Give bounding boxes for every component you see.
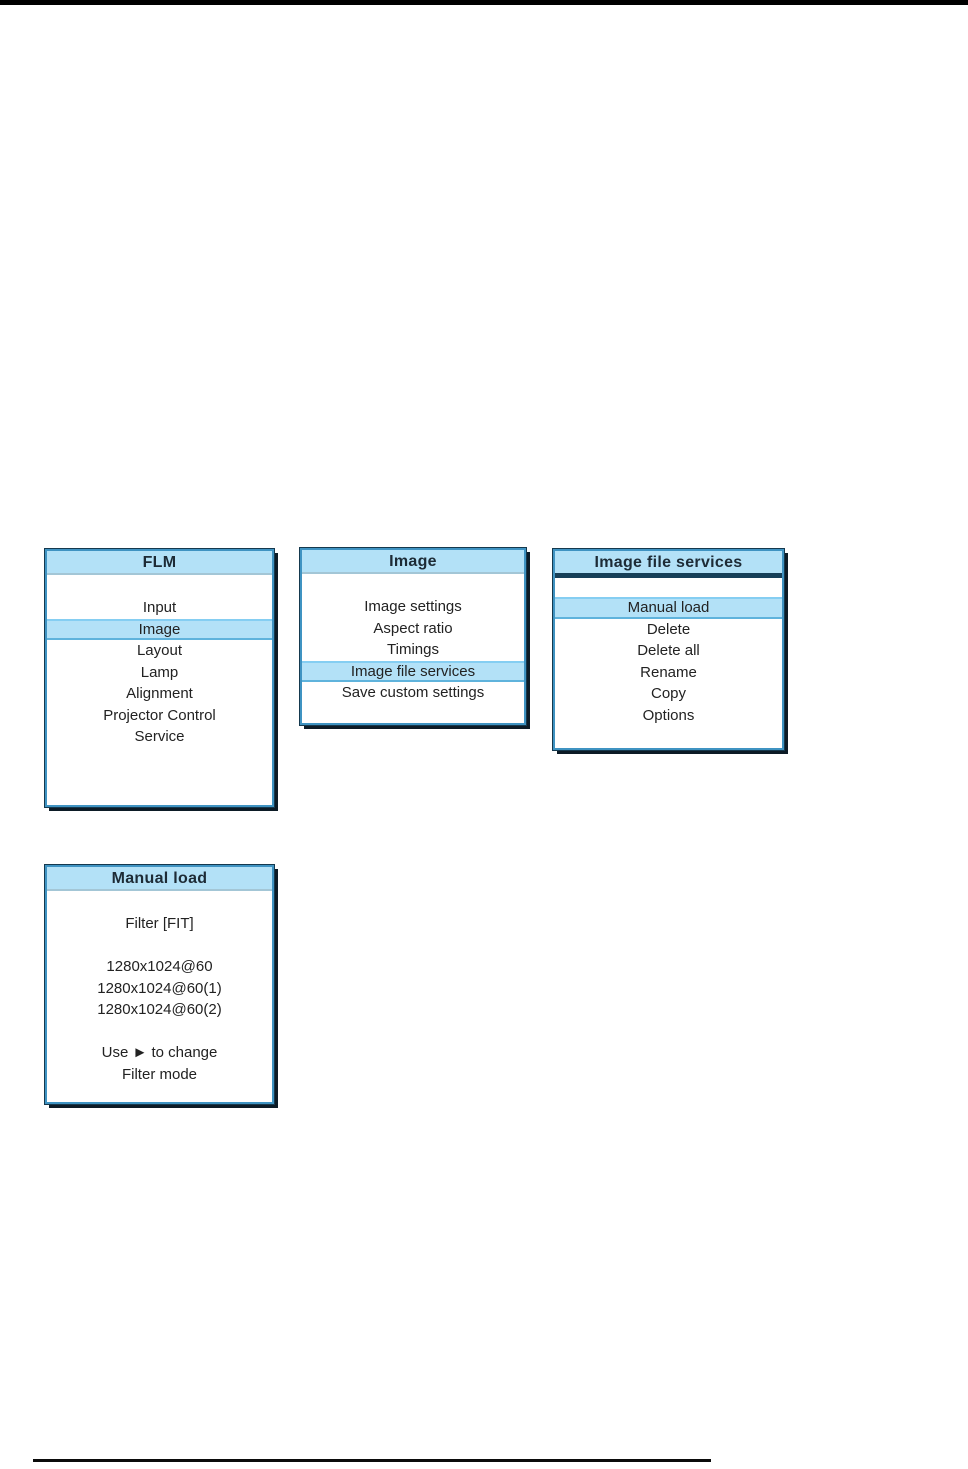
spacer <box>47 935 272 957</box>
menu-item-manual-load[interactable]: Manual load <box>555 597 782 619</box>
menu-flm-body: Input Image Layout Lamp Alignment Projec… <box>47 575 272 748</box>
menu-item-alignment[interactable]: Alignment <box>126 685 193 702</box>
menu-item-layout[interactable]: Layout <box>136 642 183 659</box>
menu-item-image[interactable]: Image <box>47 618 272 640</box>
menu-item-delete-all[interactable]: Delete all <box>637 642 700 659</box>
spacer <box>47 1021 272 1043</box>
filter-mode-value: Filter [FIT] <box>125 915 194 932</box>
menu-item-lamp[interactable]: Lamp <box>140 663 179 681</box>
menu-item-aspect-ratio[interactable]: Aspect ratio <box>373 619 453 637</box>
menu-item-input[interactable]: Input <box>142 599 177 616</box>
menu-item-save-custom-settings[interactable]: Save custom settings <box>341 684 485 701</box>
menu-item-image-file-services[interactable]: Image file services <box>302 660 524 682</box>
spacer <box>47 575 272 597</box>
menu-item-service[interactable]: Service <box>134 728 185 745</box>
menu-image-file-services: Image file services Manual load Delete D… <box>553 549 784 750</box>
menu-item-projector-control[interactable]: Projector Control <box>103 706 216 724</box>
menu-item-rename[interactable]: Rename <box>640 663 697 681</box>
menu-item-timings[interactable]: Timings <box>387 641 439 658</box>
menu-image-file-services-title: Image file services <box>555 551 782 578</box>
menu-image-file-services-body: Manual load Delete Delete all Rename Cop… <box>555 578 782 726</box>
menu-item-image-settings[interactable]: Image settings <box>364 598 462 615</box>
menu-manual-load-body: Filter [FIT] 1280x1024@60 1280x1024@60(1… <box>47 891 272 1085</box>
menu-image-body: Image settings Aspect ratio Timings Imag… <box>302 574 524 704</box>
hint-line-filter-mode: Filter mode <box>121 1065 198 1083</box>
menu-image-title: Image <box>302 550 524 574</box>
menu-flm: FLM Input Image Layout Lamp Alignment Pr… <box>45 549 274 807</box>
menu-image: Image Image settings Aspect ratio Timing… <box>300 548 526 725</box>
spacer <box>555 578 782 597</box>
menu-manual-load: Manual load Filter [FIT] 1280x1024@60 12… <box>45 865 274 1104</box>
footer-rule <box>33 1459 711 1462</box>
hint-line-arrow: Use ► to change <box>101 1044 218 1061</box>
spacer <box>302 574 524 596</box>
menu-item-copy[interactable]: Copy <box>650 685 687 702</box>
page-top-rule <box>0 0 968 5</box>
spacer <box>47 891 272 913</box>
image-file-entry[interactable]: 1280x1024@60(2) <box>97 1001 222 1018</box>
image-file-entry[interactable]: 1280x1024@60(1) <box>97 979 222 997</box>
menu-item-delete[interactable]: Delete <box>646 620 691 638</box>
menu-flm-title: FLM <box>47 551 272 575</box>
menu-manual-load-title: Manual load <box>47 867 272 891</box>
menu-item-options[interactable]: Options <box>642 706 695 724</box>
image-file-entry[interactable]: 1280x1024@60 <box>106 958 213 975</box>
